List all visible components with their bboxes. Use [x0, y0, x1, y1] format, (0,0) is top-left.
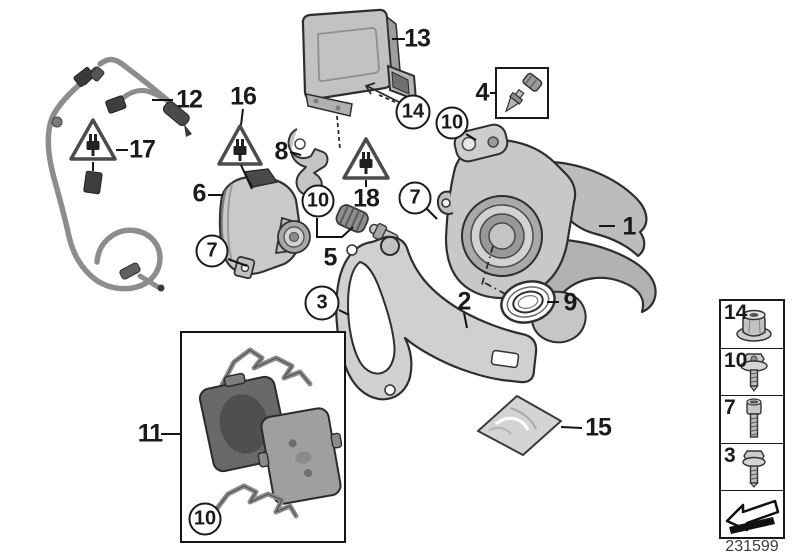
legend-num-7: 7 [724, 396, 736, 420]
part-label-11[interactable]: 11 [137, 419, 163, 448]
legend-row-14: 14 [721, 301, 783, 348]
electrical-connector-warning-icon [233, 139, 247, 161]
bleeder-valve-box-drawing [495, 67, 549, 119]
brake-caliper-drawing [436, 123, 657, 344]
legend-row-direction [721, 489, 783, 537]
grease-packet-drawing [477, 395, 562, 456]
fastener-legend: 14 10 7 [719, 299, 785, 539]
legend-row-3: 3 [721, 442, 783, 490]
diagram-number: 231599 [725, 538, 779, 555]
part-label-15[interactable]: 15 [585, 413, 612, 442]
electrical-connector-warning-icon [86, 134, 100, 156]
part-label-18[interactable]: 18 [353, 184, 380, 213]
part-label-8[interactable]: 8 [274, 137, 289, 166]
part-label-6[interactable]: 6 [192, 179, 207, 208]
reference-lines [336, 82, 510, 297]
brake-pad-outer-drawing [257, 407, 343, 505]
part-label-5[interactable]: 5 [323, 243, 338, 272]
callout-7-right[interactable]: 7 [398, 181, 432, 215]
warning-triangle-18 [342, 137, 390, 180]
hex-flange-bolt-icon [742, 449, 766, 488]
emf-control-unit-drawing [301, 8, 418, 117]
part-label-12[interactable]: 12 [176, 85, 203, 114]
callout-7-left[interactable]: 7 [195, 234, 229, 268]
part-label-2[interactable]: 2 [457, 287, 472, 316]
warning-triangle-16 [217, 124, 263, 166]
callout-14[interactable]: 14 [395, 94, 431, 130]
piston-seal-ring-drawing [500, 280, 556, 324]
warning-triangle-17 [69, 118, 117, 161]
part-label-17[interactable]: 17 [129, 135, 156, 164]
legend-num-14: 14 [724, 301, 748, 324]
install-direction-arrow-icon [725, 499, 780, 534]
part-label-13[interactable]: 13 [404, 24, 431, 53]
callout-10-pads[interactable]: 10 [188, 502, 222, 536]
socket-head-screw-icon [746, 398, 762, 439]
actuator-motor-drawing [218, 168, 311, 280]
callout-3[interactable]: 3 [304, 285, 340, 321]
part-label-16[interactable]: 16 [230, 82, 257, 111]
callout-10-top[interactable]: 10 [435, 106, 469, 140]
part-label-1[interactable]: 1 [622, 212, 637, 241]
legend-row-10: 10 [721, 348, 783, 395]
flange-head-screw-icon [740, 353, 768, 393]
part-label-4[interactable]: 4 [475, 78, 490, 107]
holder-bracket-drawing [287, 128, 329, 197]
flange-nut-icon [736, 309, 772, 342]
leader-lines [92, 38, 615, 435]
legend-row-7: 7 [721, 395, 783, 442]
electrical-connector-warning-icon [359, 152, 373, 174]
callout-10-mid[interactable]: 10 [301, 184, 335, 218]
legend-num-3: 3 [724, 443, 736, 467]
wear-sensor-cable-drawing [45, 56, 192, 292]
legend-num-10: 10 [724, 349, 748, 373]
part-label-9[interactable]: 9 [563, 288, 578, 317]
